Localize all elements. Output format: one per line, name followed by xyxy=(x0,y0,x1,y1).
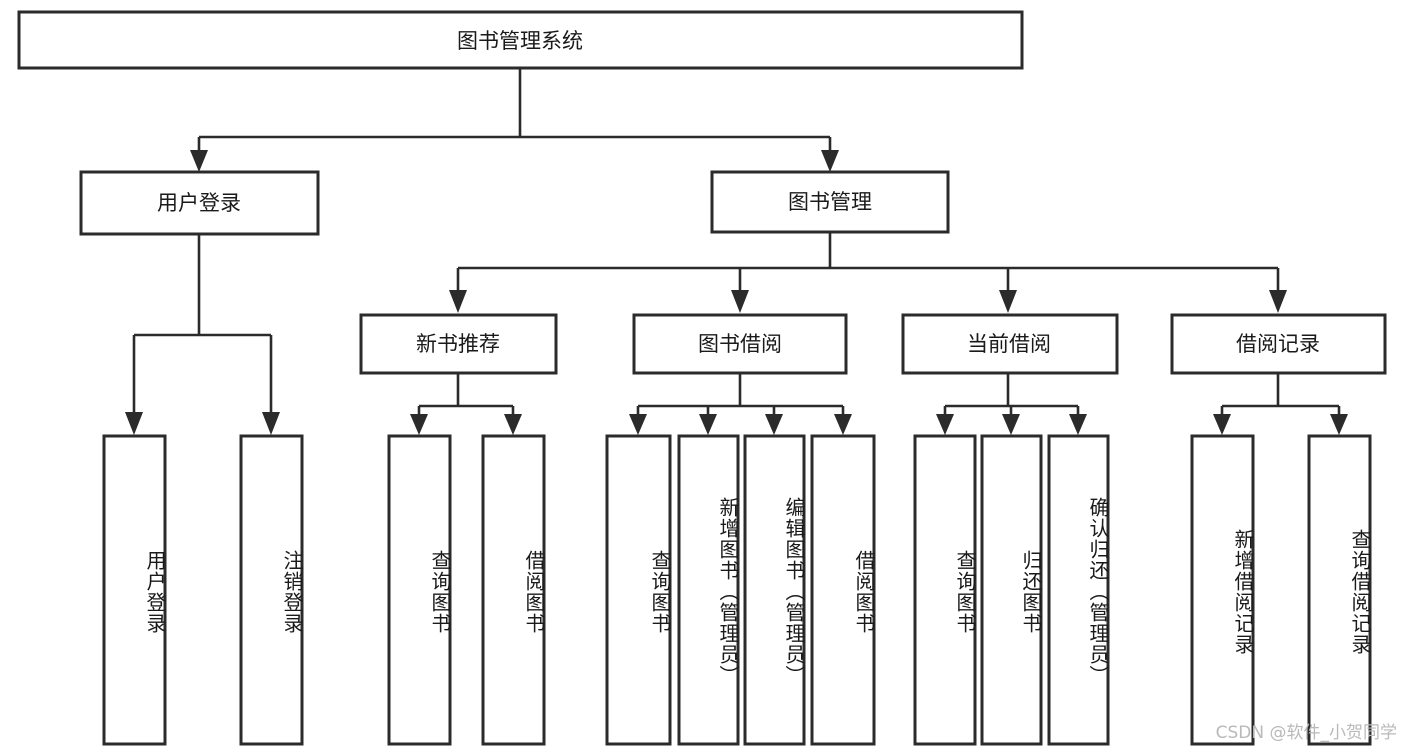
leaf-current-borrow-1[interactable] xyxy=(980,434,1043,746)
connector-newbook-to-leaves xyxy=(410,373,522,435)
leaf-new-book-1[interactable] xyxy=(481,434,546,746)
node-current-borrow[interactable] xyxy=(901,313,1119,375)
leaf-current-borrow-2[interactable] xyxy=(1047,434,1110,746)
node-user-login[interactable] xyxy=(79,170,320,236)
leaf-new-book-0[interactable] xyxy=(387,434,452,746)
connector-userlogin-to-leaves xyxy=(125,234,280,435)
connector-bookborrow-to-leaves xyxy=(629,373,852,435)
leaf-book-borrow-0[interactable] xyxy=(605,434,672,746)
leaf-borrow-record-1[interactable] xyxy=(1307,434,1372,746)
leaf-user-login-1[interactable] xyxy=(239,434,304,746)
node-new-book-recommend-label: 新书推荐 xyxy=(416,332,500,356)
node-borrow-record-label: 借阅记录 xyxy=(1236,332,1320,356)
leaf-borrow-record-0[interactable] xyxy=(1190,434,1255,746)
leaf-book-borrow-1[interactable] xyxy=(677,434,740,746)
node-book-management[interactable] xyxy=(710,170,950,234)
node-root[interactable] xyxy=(17,10,1024,70)
leaf-book-borrow-3[interactable] xyxy=(810,434,876,746)
node-borrow-record[interactable] xyxy=(1170,313,1387,375)
leaf-book-borrow-2[interactable] xyxy=(743,434,806,746)
connector-currentborrow-to-leaves xyxy=(936,373,1087,435)
node-new-book-recommend[interactable] xyxy=(359,313,558,375)
node-root-label: 图书管理系统 xyxy=(457,29,583,53)
node-book-management-label: 图书管理 xyxy=(788,190,872,214)
leaf-user-login-0[interactable] xyxy=(102,434,167,746)
watermark-text: CSDN @软件_小贺同学 xyxy=(1215,723,1397,743)
connector-bookmgmt-to-level3 xyxy=(449,232,1287,313)
node-book-borrow-label: 图书借阅 xyxy=(698,332,782,356)
connector-root-to-level2 xyxy=(190,68,839,172)
node-user-login-label: 用户登录 xyxy=(157,191,241,215)
node-book-borrow[interactable] xyxy=(632,313,848,375)
leaf-current-borrow-0[interactable] xyxy=(913,434,977,746)
connector-borrowrecord-to-leaves xyxy=(1213,373,1348,435)
node-current-borrow-label: 当前借阅 xyxy=(967,332,1051,356)
